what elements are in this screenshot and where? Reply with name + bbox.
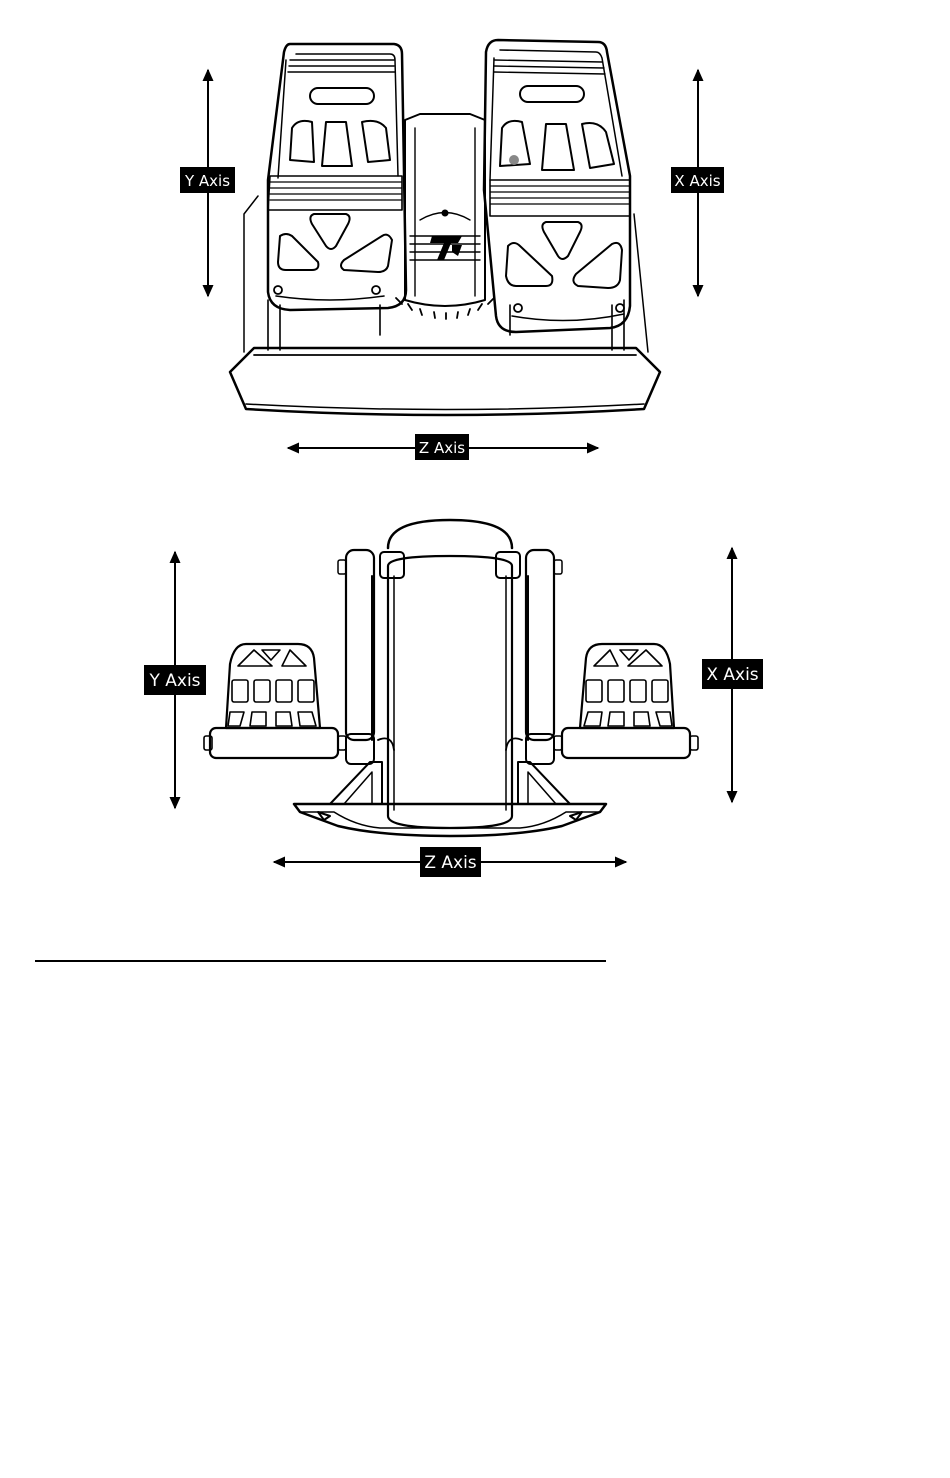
top-right-pedal (484, 40, 630, 332)
svg-text:Z Axis: Z Axis (424, 853, 476, 873)
bottom-base (294, 762, 606, 836)
x-axis-label: X Axis (671, 167, 724, 193)
screw-icon (616, 304, 624, 312)
z-axis-label: Z Axis (420, 847, 481, 877)
svg-text:Z Axis: Z Axis (419, 439, 465, 457)
horizontal-divider (35, 960, 606, 962)
top-pedal-figure: Y Axis X Axis Z Axis (180, 40, 724, 460)
bottom-left-pedal (204, 644, 346, 758)
svg-text:Y Axis: Y Axis (148, 671, 200, 691)
svg-text:X Axis: X Axis (706, 665, 758, 685)
y-axis-label: Y Axis (180, 167, 235, 193)
svg-text:Y Axis: Y Axis (184, 172, 230, 190)
bottom-pedal-figure: Y Axis X Axis Z Axis (144, 520, 763, 877)
screw-icon (274, 286, 282, 294)
thrustmaster-logo-icon (430, 236, 462, 260)
screw-icon (514, 304, 522, 312)
y-axis-label: Y Axis (144, 665, 206, 695)
svg-text:X Axis: X Axis (674, 172, 720, 190)
z-axis-label: Z Axis (415, 434, 469, 460)
top-left-pedal (268, 44, 406, 310)
detail-dot-icon (509, 155, 519, 165)
center-screw-icon (442, 210, 449, 217)
screw-icon (372, 286, 380, 294)
x-axis-label: X Axis (702, 659, 763, 689)
bottom-right-pedal (554, 644, 698, 758)
